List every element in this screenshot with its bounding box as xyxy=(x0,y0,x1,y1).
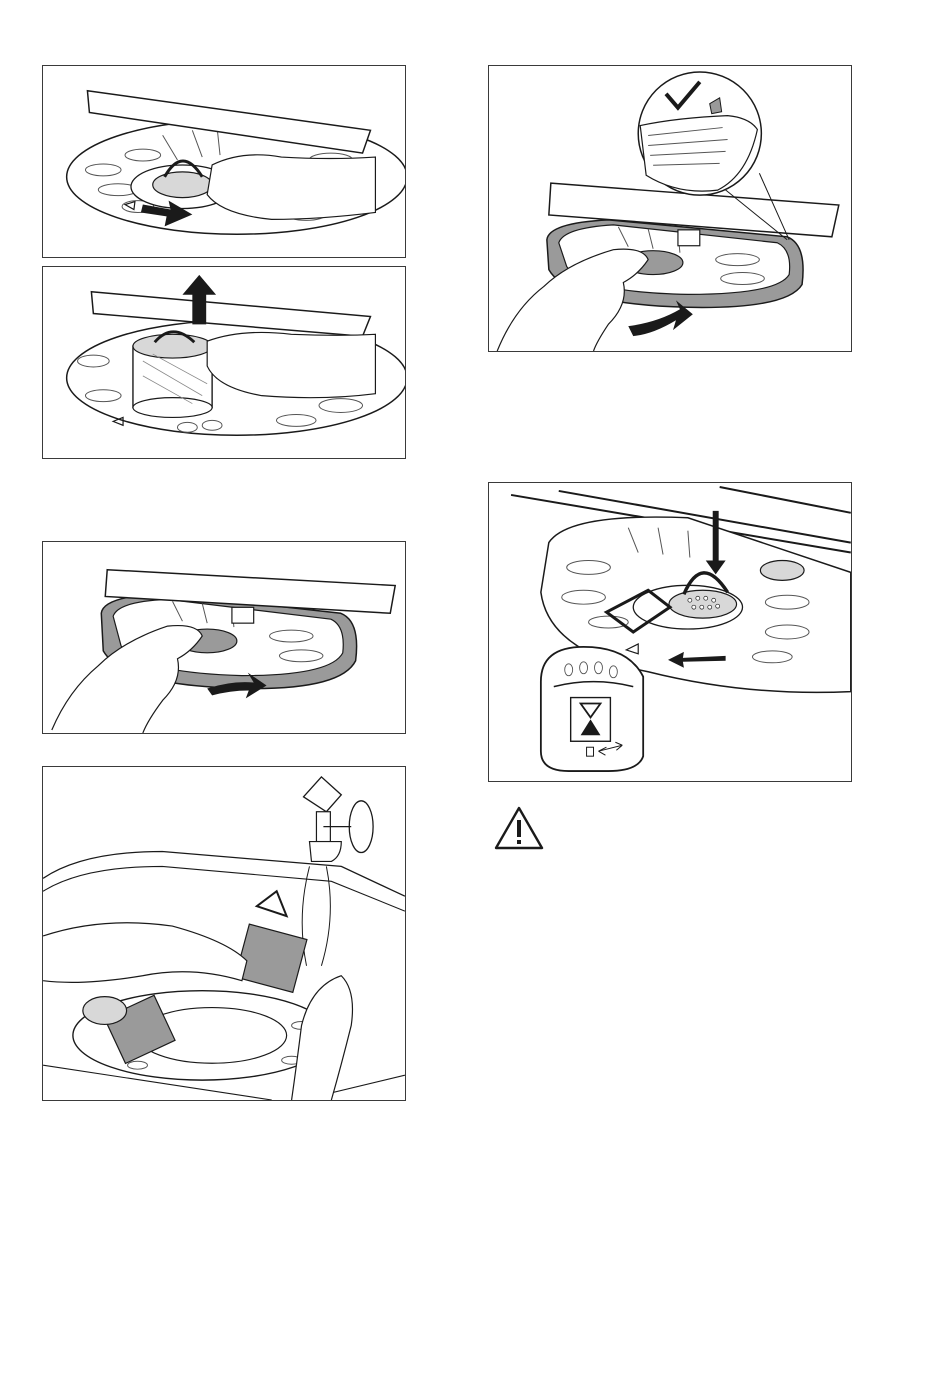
figure-filter-unlock xyxy=(42,65,406,258)
filter-rinse-tap-icon xyxy=(43,767,405,1100)
figure-flat-filter-remove xyxy=(42,541,406,734)
flat-filter-remove-icon xyxy=(43,542,405,733)
warning-triangle-icon xyxy=(494,806,544,850)
filter-lock-icon xyxy=(489,483,851,781)
filter-unlock-arrow-icon xyxy=(43,66,405,257)
figure-filter-lock xyxy=(488,482,852,782)
figure-filter-rinse xyxy=(42,766,406,1101)
filter-lift-arrow-icon xyxy=(43,267,405,458)
flat-filter-fit-check-icon xyxy=(489,66,851,351)
figure-flat-filter-fit xyxy=(488,65,852,352)
figure-filter-lift xyxy=(42,266,406,459)
